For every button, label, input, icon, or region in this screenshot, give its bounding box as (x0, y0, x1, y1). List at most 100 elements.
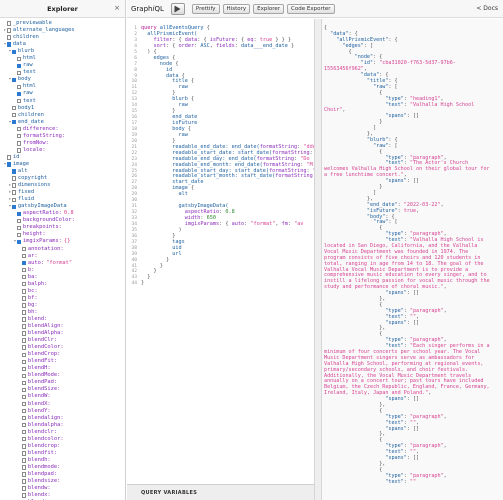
checkbox-icon[interactable] (22, 458, 27, 463)
explorer-field-row[interactable]: bf: (2, 295, 125, 302)
explorer-field-row[interactable]: body1 (2, 105, 125, 112)
checkbox-checked-icon[interactable] (12, 204, 17, 209)
code-line[interactable]: width: 650 (141, 215, 314, 222)
checkbox-icon[interactable] (17, 218, 22, 224)
explorer-field-row[interactable]: ▾imgixParams:{} (2, 238, 125, 245)
code-line[interactable]: } (141, 274, 314, 281)
checkbox-checked-icon[interactable] (12, 119, 17, 125)
code-line[interactable]: sort: { order: ASC, fields: data___end_d… (141, 43, 314, 50)
code-line[interactable]: } (141, 263, 314, 270)
checkbox-checked-icon[interactable] (12, 49, 17, 54)
run-query-button[interactable] (170, 2, 185, 15)
code-line[interactable]: readable_start_day: start_date(formatStr… (141, 168, 314, 175)
explorer-field-row[interactable]: blendclr: (2, 429, 125, 436)
explorer-field-row[interactable]: annotation: (2, 246, 125, 253)
code-line[interactable]: } (141, 268, 314, 275)
explorer-field-row[interactable]: blendClr: (2, 337, 125, 344)
explorer-field-row[interactable]: blendH: (2, 365, 125, 372)
explorer-field-row[interactable]: balph: (2, 281, 125, 288)
explorer-arg-value[interactable]: 0.8 (63, 210, 74, 217)
code-line[interactable]: } (141, 233, 314, 240)
code-line[interactable]: end_date (141, 114, 314, 121)
explorer-field-row[interactable]: bg: (2, 302, 125, 309)
checkbox-icon[interactable] (22, 472, 27, 477)
checkbox-checked-icon[interactable] (17, 239, 22, 245)
checkbox-icon[interactable] (22, 267, 27, 273)
explorer-field-row[interactable]: blendsize: (2, 478, 125, 485)
code-line[interactable]: readable_end_date: end_date(formatString… (141, 144, 314, 151)
explorer-field-row[interactable]: ba: (2, 274, 125, 281)
checkbox-icon[interactable] (22, 444, 27, 449)
checkbox-icon[interactable] (12, 190, 17, 195)
explorer-field-row[interactable]: alt (2, 168, 125, 175)
query-code[interactable]: query allEventsQuery { allPrismicEvent( … (141, 25, 314, 287)
checkbox-icon[interactable] (22, 310, 27, 315)
checkbox-icon[interactable] (22, 408, 27, 414)
code-line[interactable]: gatsbyImageData( (141, 203, 314, 210)
explorer-field-row[interactable]: ▾data (2, 41, 125, 48)
explorer-field-row[interactable]: formatString: (2, 133, 125, 140)
explorer-arg-value[interactable]: {} (63, 238, 71, 245)
checkbox-icon[interactable] (17, 98, 22, 104)
explorer-field-row[interactable]: fromNow: (2, 140, 125, 147)
editor-result-divider[interactable] (314, 19, 322, 500)
checkbox-checked-icon[interactable] (17, 63, 22, 68)
checkbox-icon[interactable] (22, 317, 27, 322)
checkbox-icon[interactable] (22, 345, 27, 350)
explorer-field-row[interactable]: bc: (2, 288, 125, 295)
checkbox-icon[interactable] (22, 331, 27, 336)
checkbox-checked-icon[interactable] (17, 91, 22, 97)
caret-down-icon[interactable]: ▾ (8, 49, 12, 55)
checkbox-icon[interactable] (12, 176, 17, 181)
checkbox-icon[interactable] (12, 183, 17, 188)
code-line[interactable]: alt (141, 191, 314, 198)
explorer-field-row[interactable]: copyright (2, 175, 125, 182)
explorer-field-row[interactable]: blendalign: (2, 415, 125, 422)
checkbox-icon[interactable] (22, 253, 27, 259)
checkbox-icon[interactable] (22, 246, 27, 252)
code-line[interactable]: imgixParams: { auto: "format", fm: "av (141, 221, 314, 228)
explorer-field-row[interactable]: blendcolor: (2, 436, 125, 443)
explorer-field-row[interactable]: blendAlign: (2, 323, 125, 330)
code-line[interactable]: body { (141, 126, 314, 133)
explorer-field-row[interactable]: ar: (2, 253, 125, 260)
checkbox-icon[interactable] (17, 225, 22, 231)
explorer-field-row[interactable]: height: (2, 231, 125, 238)
checkbox-icon[interactable] (17, 84, 22, 90)
checkbox-icon[interactable] (17, 134, 22, 139)
checkbox-icon[interactable] (22, 296, 27, 301)
checkbox-icon[interactable] (12, 197, 17, 202)
explorer-field-row[interactable]: blendalpha: (2, 422, 125, 429)
code-line[interactable]: title { (141, 78, 314, 85)
caret-right-icon[interactable]: ▸ (8, 183, 12, 189)
code-line[interactable]: data { (141, 73, 314, 80)
code-line[interactable]: node { (141, 61, 314, 68)
checkbox-icon[interactable] (22, 275, 27, 280)
checkbox-icon[interactable] (17, 141, 22, 146)
checkbox-icon[interactable] (17, 56, 22, 61)
code-line[interactable]: filter: { data: { isFuture: { eq: true }… (141, 37, 314, 44)
code-line[interactable]: ) { (141, 49, 314, 56)
explorer-field-row[interactable]: blendmode: (2, 464, 125, 471)
checkbox-checked-icon[interactable] (7, 42, 12, 47)
explorer-field-row[interactable]: children (2, 34, 125, 41)
history-button[interactable]: History (222, 3, 251, 14)
code-line[interactable]: raw (141, 132, 314, 139)
explorer-field-row[interactable]: blendSize: (2, 386, 125, 393)
prettify-button[interactable]: Prettify (191, 3, 220, 14)
explorer-field-row[interactable]: blendColor: (2, 344, 125, 351)
code-line[interactable]: readable_start_date: start_date(formatSt… (141, 150, 314, 157)
code-line[interactable]: query allEventsQuery { (141, 25, 314, 32)
code-line[interactable]: raw (141, 102, 314, 109)
checkbox-icon[interactable] (7, 35, 12, 40)
explorer-field-row[interactable]: blend: (2, 316, 125, 323)
explorer-field-row[interactable]: html (2, 83, 125, 90)
checkbox-checked-icon[interactable] (7, 162, 12, 167)
explorer-field-row[interactable]: ▸fluid (2, 196, 125, 203)
checkbox-icon[interactable] (17, 127, 22, 132)
caret-down-icon[interactable]: ▾ (13, 239, 17, 245)
checkbox-icon[interactable] (22, 401, 27, 407)
explorer-field-row[interactable]: breakpoints: (2, 224, 125, 231)
explorer-field-row[interactable]: ▾end_date (2, 119, 125, 126)
